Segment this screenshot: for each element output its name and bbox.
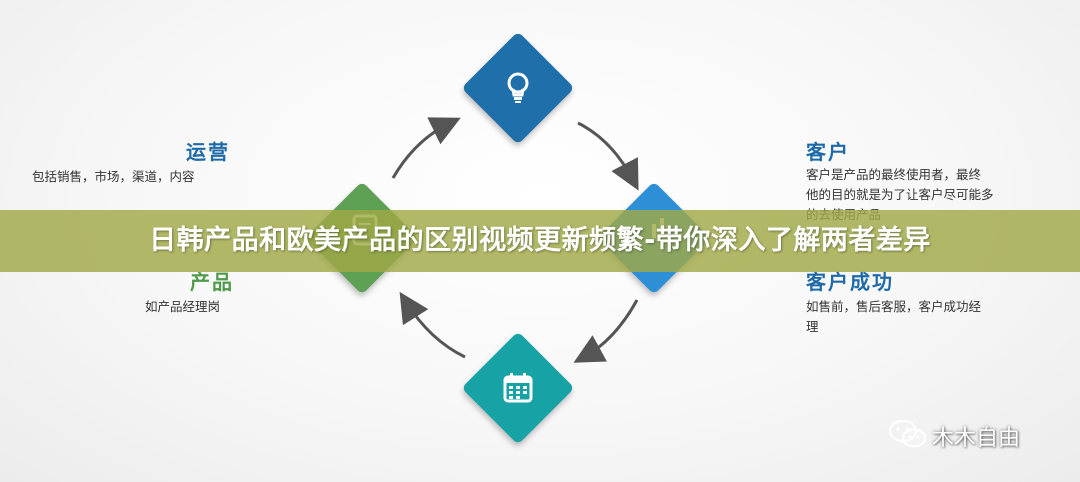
success-desc-line: 理	[806, 319, 819, 334]
arrow-right-to-bottom	[573, 299, 639, 363]
banner-title: 日韩产品和欧美产品的区别视频更新频繁-带你深入了解两者差异	[149, 225, 931, 256]
customer-title: 客户	[806, 140, 850, 164]
product-title: 产品	[190, 270, 234, 294]
success-desc-line: 如售前，售后客服，客户成功经	[806, 299, 982, 314]
product-desc: 如产品经理岗	[145, 299, 221, 314]
title-banner	[0, 210, 1080, 272]
arrow-top-to-right	[577, 121, 639, 191]
operations-desc: 包括销售，市场，渠道，内容	[32, 169, 195, 184]
watermark-text: 木木自由	[932, 426, 1021, 451]
arrow-bottom-to-left	[399, 291, 466, 359]
operations-title: 运营	[186, 140, 230, 164]
customer-desc-line: 他的目的就是为了让客户尽可能多	[806, 187, 994, 202]
calendar-icon	[498, 368, 538, 408]
success-desc: 如售前，售后客服，客户成功经 理	[806, 297, 981, 337]
lightbulb-icon	[498, 68, 538, 108]
success-title: 客户成功	[806, 270, 894, 294]
wechat-icon	[888, 418, 928, 452]
arrow-left-to-top	[391, 117, 461, 179]
customer-desc-line: 客户是产品的最终使用者，最终	[806, 167, 982, 182]
